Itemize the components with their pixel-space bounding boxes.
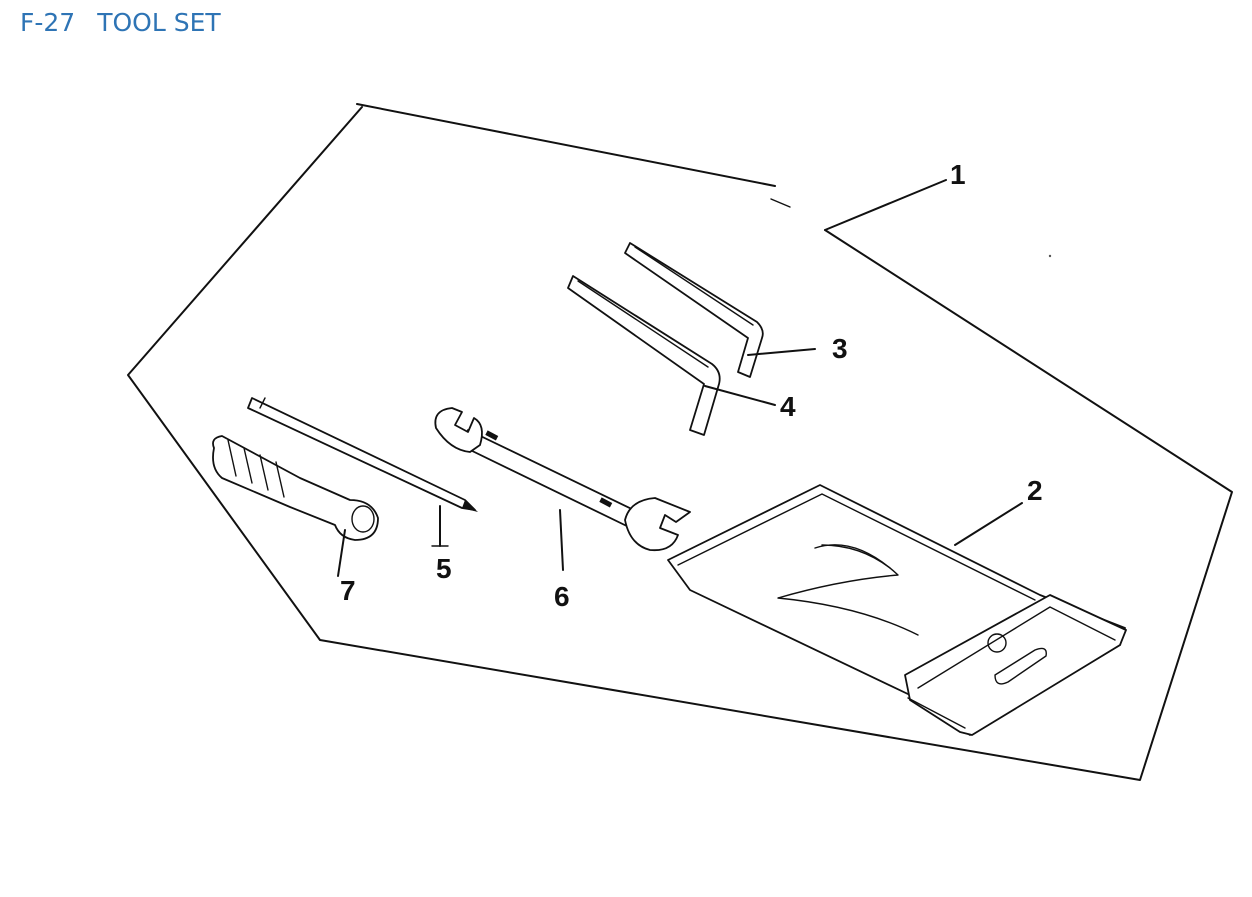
callout-6: 6 (554, 581, 570, 612)
leader-6 (559, 509, 564, 571)
hex-wrench-small (624, 242, 764, 378)
callout-1: 1 (950, 159, 966, 190)
assembly-boundary (127, 103, 1233, 781)
callout-labels: 1 2 3 4 5 6 7 (340, 159, 1043, 612)
leader-4 (704, 385, 776, 406)
screwdriver-handle (212, 435, 379, 541)
callout-7: 7 (340, 575, 356, 606)
callout-4: 4 (780, 391, 796, 422)
leader-lines (337, 179, 1023, 577)
section-code: F-27 (20, 8, 76, 37)
screwdriver-bit (247, 397, 478, 512)
callout-5: 5 (436, 553, 452, 584)
leader-7 (337, 529, 346, 577)
callout-3: 3 (832, 333, 848, 364)
page-title: F-27 TOOL SET (20, 8, 221, 37)
leader-3 (747, 348, 816, 356)
callout-2: 2 (1027, 475, 1043, 506)
leader-1 (824, 179, 947, 231)
leader-2 (954, 502, 1023, 546)
spanner-wrench (434, 407, 691, 552)
tool-bag (667, 484, 1127, 736)
speck (1048, 254, 1052, 258)
hex-wrench-large (567, 275, 721, 436)
section-title: TOOL SET (97, 8, 221, 37)
